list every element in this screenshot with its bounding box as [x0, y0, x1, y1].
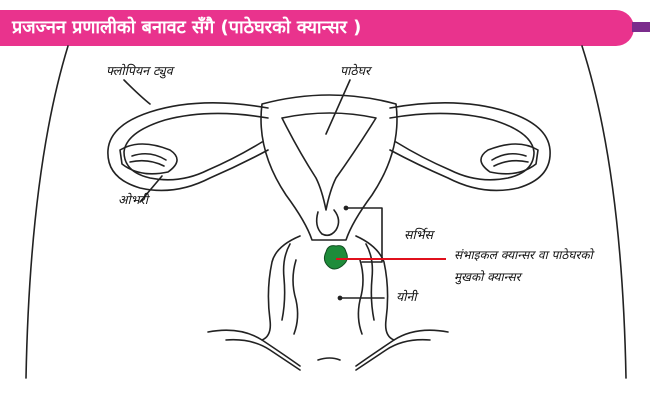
uterus-outer — [260, 94, 398, 241]
title-banner — [0, 10, 634, 46]
title-banner-accent — [632, 22, 650, 32]
uterus-cavity — [281, 112, 377, 211]
page-title: प्रजज्नन प्रणालीको बनावट सँगै (पाठेघरको … — [12, 17, 362, 38]
vulva-outline — [207, 329, 449, 367]
vagina-outline-left — [261, 235, 301, 341]
vagina-label: योनी — [396, 289, 417, 304]
cervical-tumor — [323, 245, 348, 270]
vagina-outline-right — [355, 235, 395, 341]
cervix-label: सर्भिस — [404, 227, 433, 242]
cancer-label-line2: मुखको क्यान्सर — [454, 270, 521, 284]
ovary-left — [119, 143, 178, 175]
fallopian-tube-label: फ्लोपियन ट्युव — [106, 63, 173, 78]
fallopian-tube-left — [107, 102, 269, 192]
pelvis-outline-right — [581, 45, 627, 379]
pelvis-outline-left — [25, 45, 69, 379]
cancer-label-line1: संभाइकल क्यान्सर वा पाठेघरको — [454, 248, 593, 262]
fallopian-tube-right — [389, 102, 551, 192]
uterus-label: पाठेघर — [340, 63, 371, 78]
ovary-label: ओभरी — [118, 192, 148, 207]
ovary-right — [480, 143, 539, 175]
